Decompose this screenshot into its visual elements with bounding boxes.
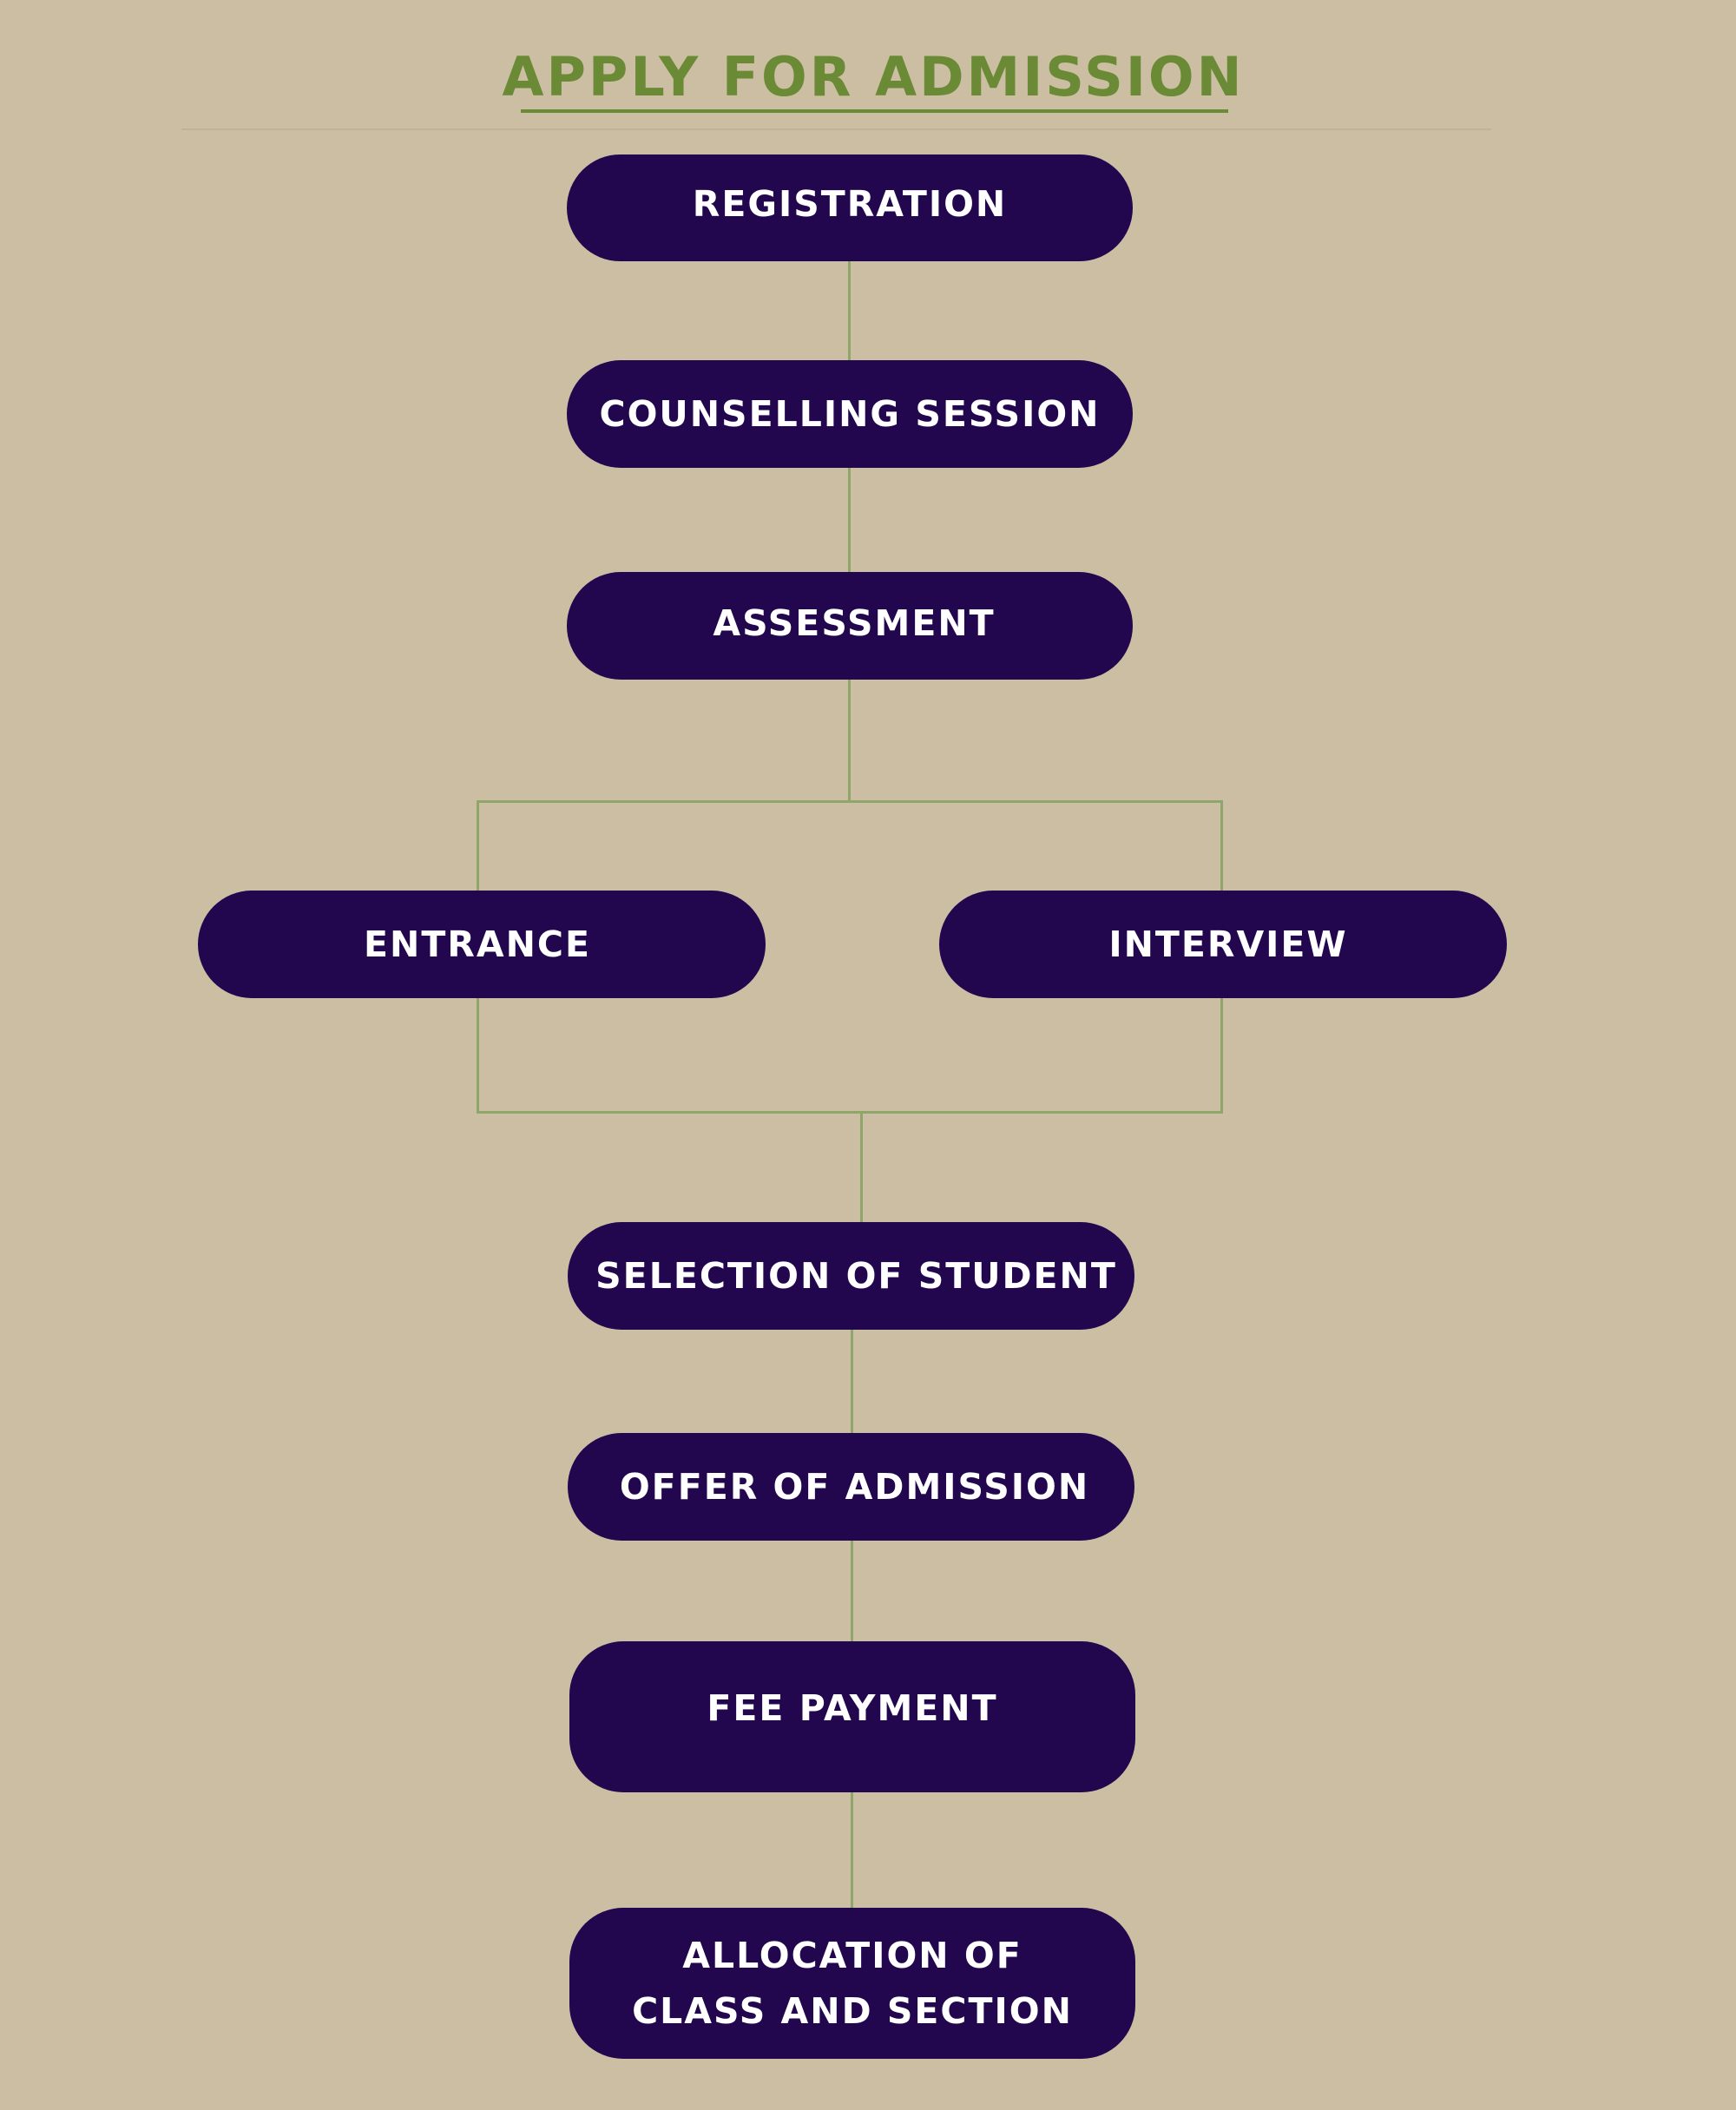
step-allocation-of-class-and-section: ALLOCATION OF CLASS AND SECTION xyxy=(569,1908,1135,2059)
step-label-line-1: ALLOCATION OF xyxy=(682,1935,1023,1976)
branch-bottom-connector xyxy=(477,1111,1223,1114)
step-fee-payment: FEE PAYMENT xyxy=(569,1641,1135,1792)
step-label: REGISTRATION xyxy=(692,182,1008,225)
connector xyxy=(851,1330,853,1433)
step-label: ENTRANCE xyxy=(364,924,591,965)
step-interview: INTERVIEW xyxy=(939,891,1507,998)
connector xyxy=(851,1541,853,1641)
step-selection-of-student: SELECTION OF STUDENT xyxy=(568,1222,1134,1330)
step-counselling-session: COUNSELLING SESSION xyxy=(567,360,1133,468)
branch-top-connector xyxy=(477,800,1223,803)
connector xyxy=(848,468,851,572)
step-registration: REGISTRATION xyxy=(567,154,1133,261)
connector xyxy=(860,1112,863,1222)
step-label: ASSESSMENT xyxy=(713,602,996,644)
step-assessment: ASSESSMENT xyxy=(567,572,1133,680)
page-title: APPLY FOR ADMISSION xyxy=(502,45,1245,108)
connector xyxy=(851,1792,853,1908)
step-entrance: ENTRANCE xyxy=(198,891,766,998)
title-underline xyxy=(521,109,1228,113)
connector xyxy=(848,261,851,360)
step-label: FEE PAYMENT xyxy=(707,1687,998,1729)
step-offer-of-admission: OFFER OF ADMISSION xyxy=(568,1433,1134,1541)
connector xyxy=(848,680,851,802)
step-label: SELECTION OF STUDENT xyxy=(595,1255,1117,1297)
step-label: INTERVIEW xyxy=(1108,924,1348,965)
step-label: COUNSELLING SESSION xyxy=(599,393,1101,435)
step-label: OFFER OF ADMISSION xyxy=(619,1466,1090,1508)
divider xyxy=(181,128,1491,130)
step-label-line-2: CLASS AND SECTION xyxy=(632,1990,1073,2032)
